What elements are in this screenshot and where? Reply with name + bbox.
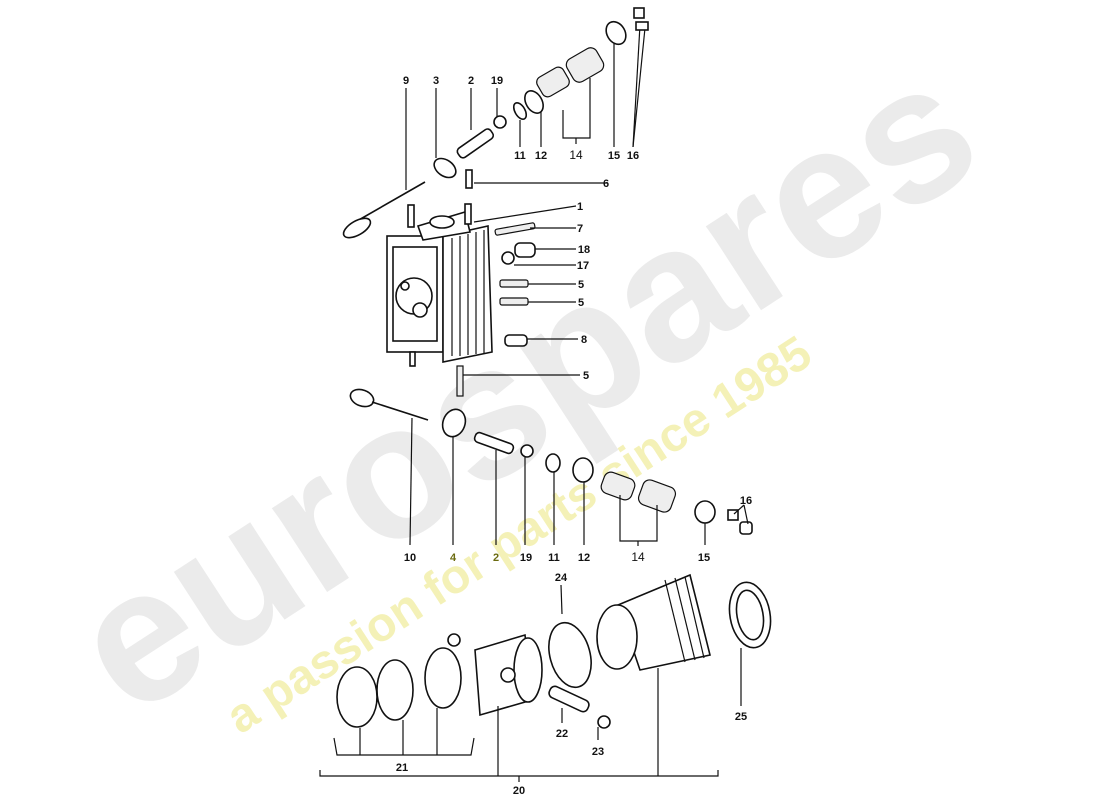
- lower-valve-parts: [349, 388, 753, 546]
- callout-4: 4: [450, 552, 457, 564]
- callout-17: 17: [577, 260, 589, 272]
- top-callouts: 9 3 2 19 11 12 14 15 16: [403, 75, 639, 162]
- callout-24: 24: [555, 572, 568, 584]
- callout-10: 10: [404, 552, 416, 564]
- cylinder-piston-parts: [319, 573, 772, 782]
- callout-16: 16: [740, 495, 752, 507]
- callout-2: 2: [493, 552, 499, 564]
- callout-11: 11: [514, 150, 526, 162]
- callout-23: 23: [592, 746, 604, 758]
- callout-5: 5: [583, 370, 589, 382]
- callout-5: 5: [578, 297, 584, 309]
- callout-21: 21: [396, 762, 408, 774]
- head-fasteners: [456, 182, 608, 397]
- cylinder-callouts: 24 25 22 23 21 20: [396, 572, 747, 797]
- callout-3: 3: [433, 75, 439, 87]
- callout-19: 19: [491, 75, 503, 87]
- callout-5: 5: [578, 279, 584, 291]
- callout-2: 2: [468, 75, 474, 87]
- callout-8: 8: [581, 334, 587, 346]
- callout-14: 14: [569, 148, 583, 162]
- callout-9: 9: [403, 75, 409, 87]
- callout-15: 15: [698, 552, 710, 564]
- lower-callouts: 10 4 2 19 11 12 14 15 16: [404, 495, 752, 564]
- callout-12: 12: [578, 552, 590, 564]
- callout-12: 12: [535, 150, 547, 162]
- callout-22: 22: [556, 728, 568, 740]
- callout-7: 7: [577, 223, 583, 235]
- callout-6: 6: [603, 178, 609, 190]
- callout-15: 15: [608, 150, 620, 162]
- callout-11: 11: [548, 552, 560, 564]
- callout-20: 20: [513, 785, 525, 797]
- callout-1: 1: [577, 201, 583, 213]
- upper-valve-parts: [342, 7, 649, 239]
- callout-18: 18: [578, 244, 590, 256]
- callout-16: 16: [627, 150, 639, 162]
- head-callouts: 6 1 7 18 17 5 5 8 5: [577, 178, 609, 382]
- callout-19: 19: [520, 552, 532, 564]
- callout-14: 14: [631, 550, 645, 564]
- callout-25: 25: [735, 711, 747, 723]
- cylinder-head: [386, 169, 493, 367]
